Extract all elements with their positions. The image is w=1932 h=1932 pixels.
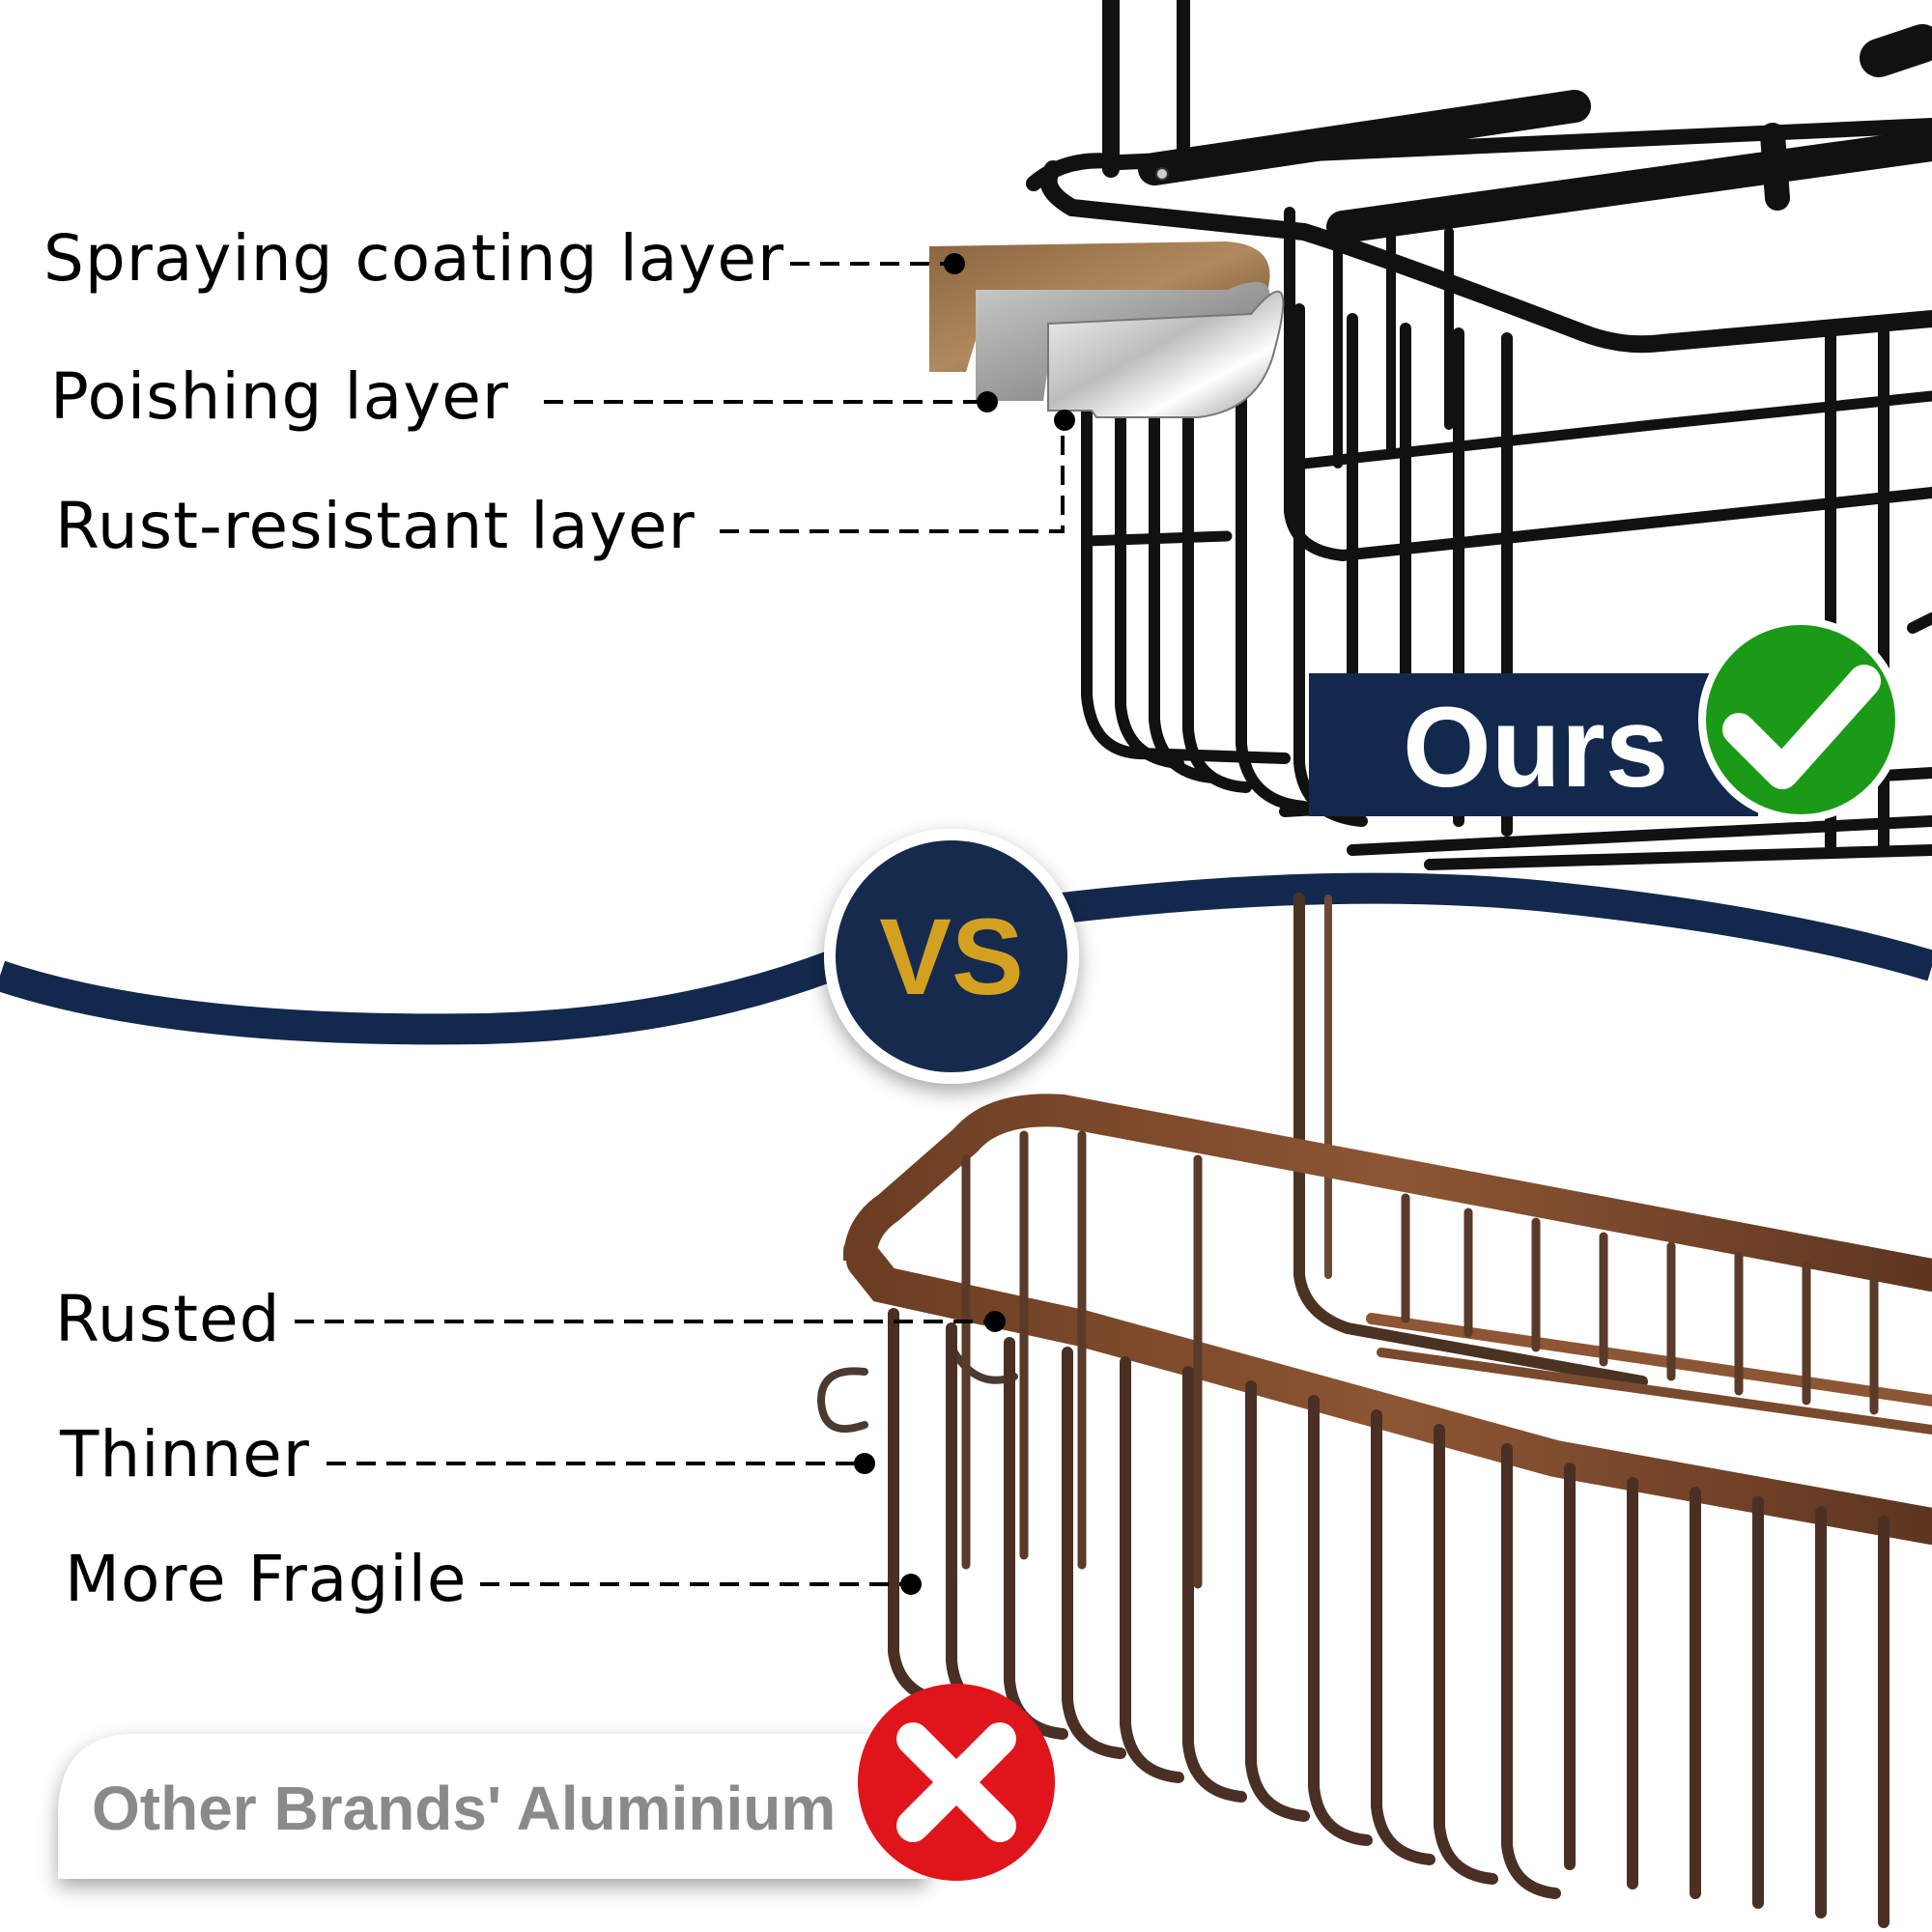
other-brands-badge xyxy=(58,1734,927,1879)
bottom-leader-lines xyxy=(295,1320,990,1586)
top-leader-dots xyxy=(944,253,1075,431)
ours-badge xyxy=(1309,673,1758,816)
checkmark-icon xyxy=(1698,617,1903,822)
vs-label: VS xyxy=(879,896,1024,1017)
callout-rust-resistant-layer: Rust-resistant layer xyxy=(55,489,696,563)
callout-rusted: Rusted xyxy=(55,1282,281,1356)
vs-badge xyxy=(824,829,1079,1084)
callout-more-fragile: More Fragile xyxy=(65,1542,468,1616)
bottom-leader-dots xyxy=(854,1311,1006,1595)
callout-thinner: Thinner xyxy=(60,1417,310,1492)
cross-icon xyxy=(858,1684,1055,1881)
callout-polishing-layer: Poishing layer xyxy=(50,359,510,434)
ours-label: Ours xyxy=(1403,684,1669,811)
rusty-basket-illustration xyxy=(816,893,1932,1928)
top-leader-lines xyxy=(544,262,1065,533)
other-brands-label: Other Brands' Aluminium xyxy=(92,1774,837,1843)
coating-layers-illustration xyxy=(929,242,1285,418)
callout-spraying-coating-layer: Spraying coating layer xyxy=(43,221,785,296)
